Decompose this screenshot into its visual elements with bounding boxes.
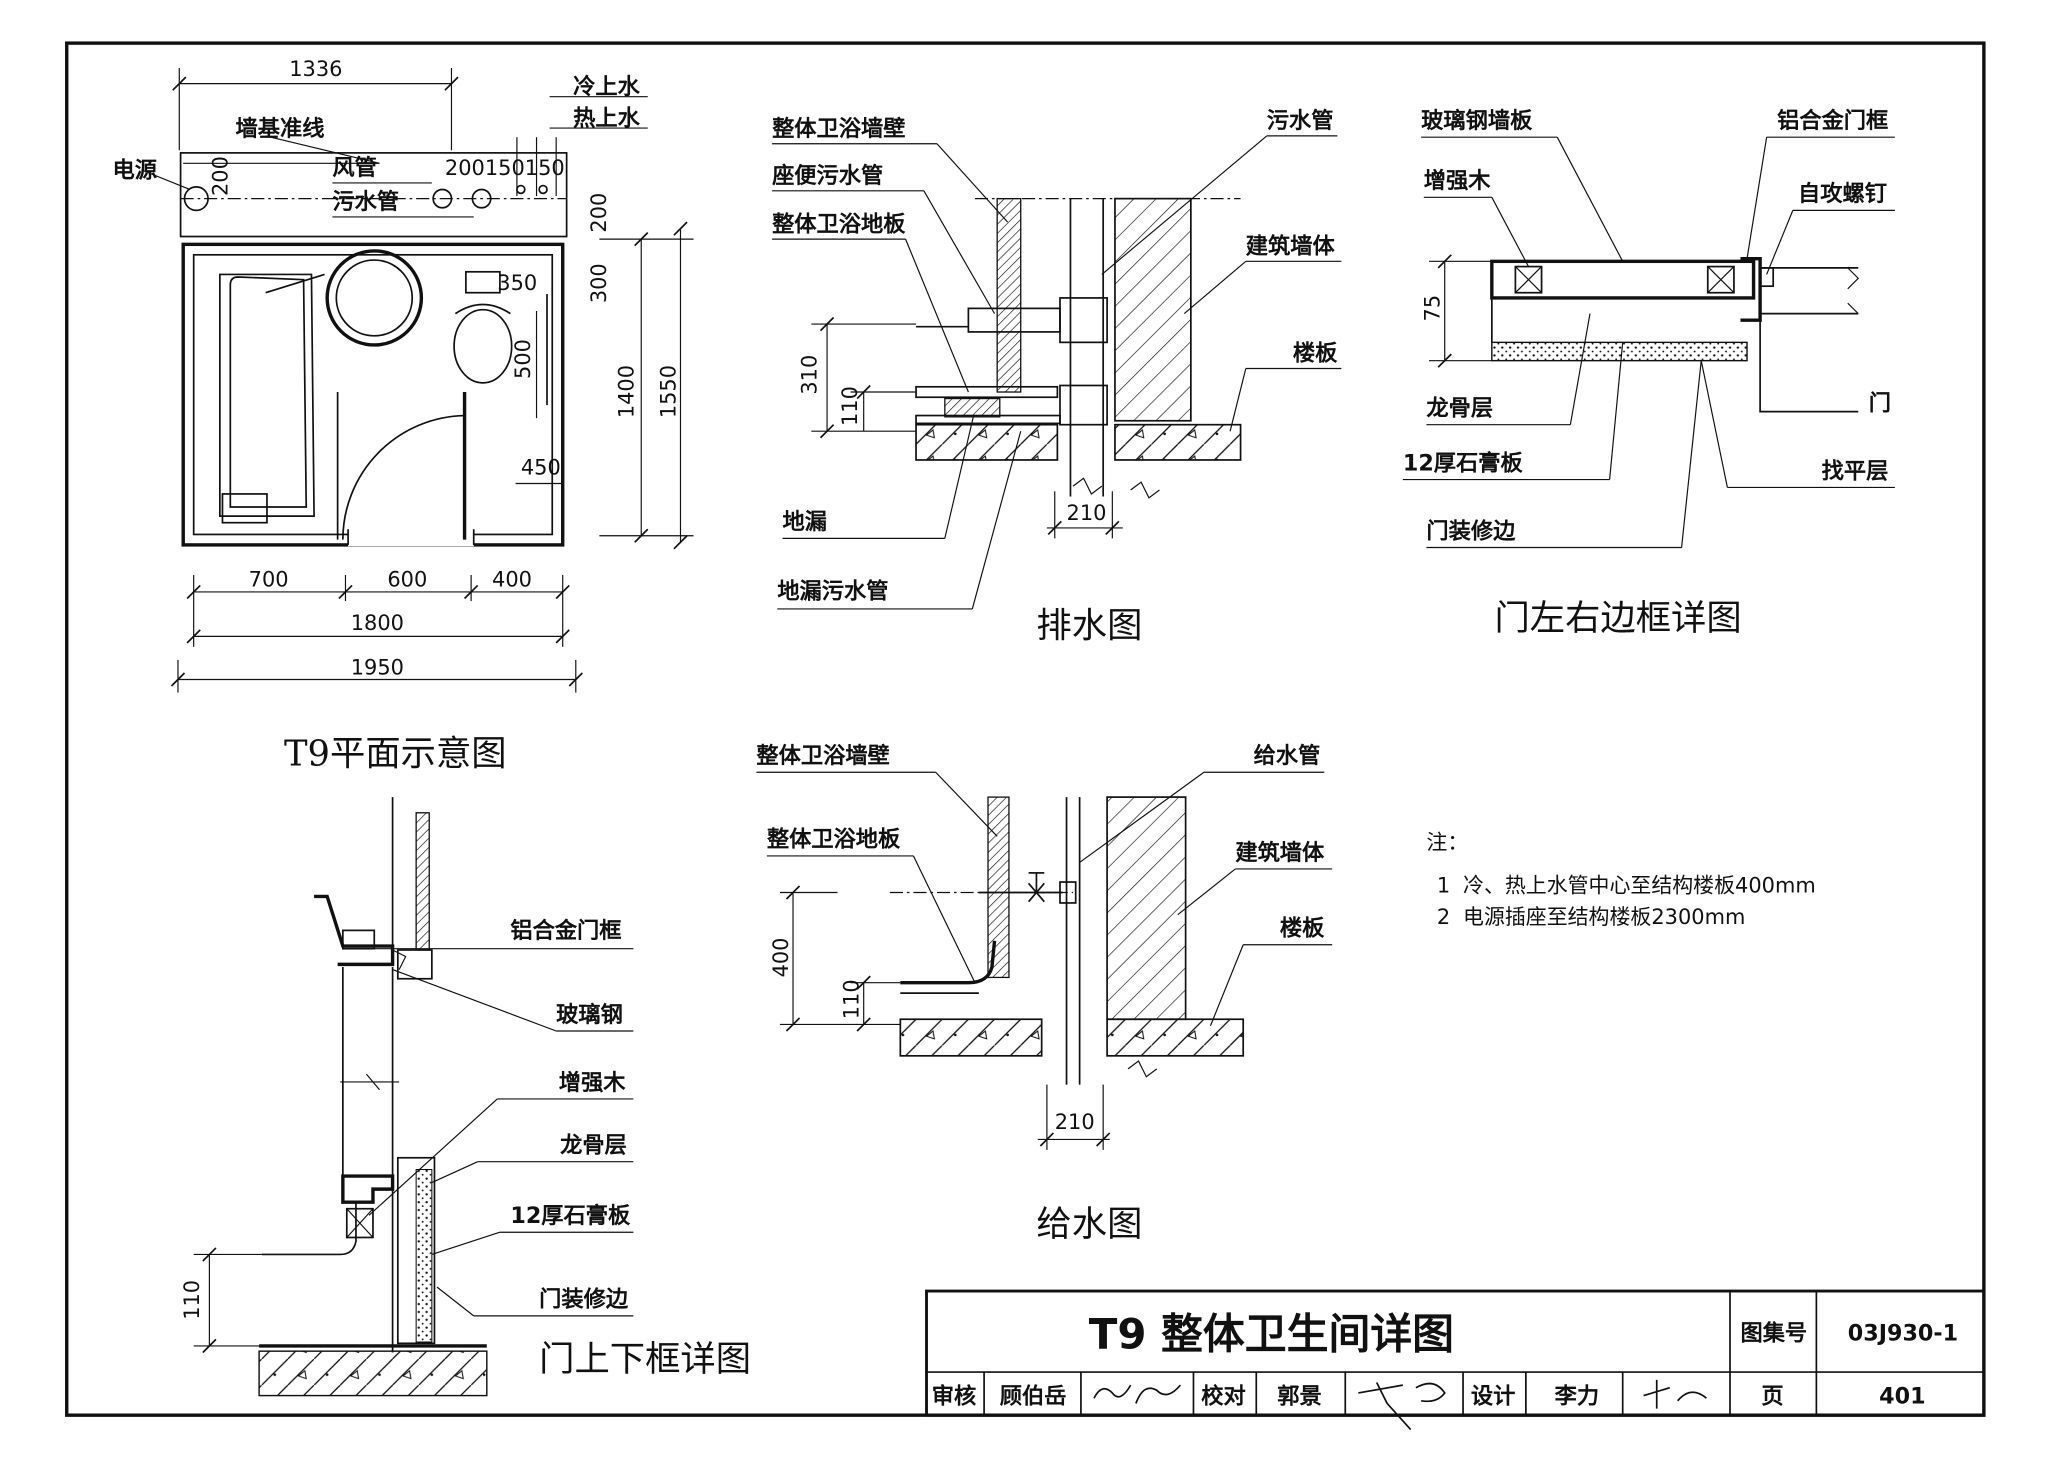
door-tb-label-frp: 玻璃钢	[556, 1001, 623, 1028]
reviewer-name: 顾伯岳	[1000, 1382, 1067, 1409]
supply-diagram: 整体卫浴墙壁 给水管 整体卫浴地板 建筑墙体 楼板 400 110 210 给水…	[756, 742, 1333, 1245]
title-block: T9 整体卫生间详图 图集号 03J930-1 审核 顾伯岳 校对 郭景 设计 …	[925, 1289, 1986, 1431]
door-side-label-reinforce-wood: 增强木	[1424, 167, 1491, 194]
supply-dim-400: 400	[769, 938, 793, 978]
note-2-num: 2	[1437, 905, 1450, 929]
door-tb-label-trim: 门装修边	[539, 1286, 629, 1313]
door-side-label-keel: 龙骨层	[1426, 396, 1493, 422]
page-label: 页	[1761, 1383, 1783, 1409]
note-2-text: 电源插座至结构楼板2300mm	[1463, 905, 1745, 929]
door-tb-title: 门上下框详图	[539, 1339, 751, 1380]
drain-dim-210: 210	[1067, 501, 1107, 525]
drain-label-floor-panel: 整体卫浴地板	[772, 210, 906, 237]
plan-label-air-duct: 风管	[332, 154, 376, 181]
plan-title: T9平面示意图	[284, 734, 507, 775]
review-label: 审核	[932, 1382, 976, 1409]
plan-label-power: 电源	[113, 158, 158, 184]
supply-dim-210: 210	[1055, 1110, 1095, 1134]
plan-dim-1550: 1550	[656, 365, 680, 418]
supply-title: 给水图	[1036, 1204, 1142, 1245]
page-number: 401	[1879, 1383, 1925, 1409]
plan-dim-1800: 1800	[351, 611, 404, 635]
design-label: 设计	[1471, 1383, 1515, 1409]
supply-label-wall-panel: 整体卫浴墙壁	[756, 742, 889, 769]
plan-dim-700: 700	[249, 568, 289, 592]
plan-label-wall-baseline: 墙基准线	[236, 115, 325, 142]
plan-dim-400: 400	[492, 568, 532, 592]
plan-view: 1336	[113, 57, 694, 775]
drain-label-floor-drain: 地漏	[783, 509, 827, 535]
notes-heading: 注：	[1426, 830, 1468, 854]
door-tb-label-reinforce-wood: 增强木	[559, 1069, 626, 1096]
plan-label-sewage: 污水管	[332, 188, 399, 215]
door-tb-dim-110: 110	[180, 1280, 204, 1320]
atlas-number: 03J930-1	[1848, 1321, 1958, 1347]
drain-dim-110: 110	[838, 386, 862, 426]
door-tb-label-alu-frame: 铝合金门框	[510, 917, 621, 944]
plan-dim-1400: 1400	[614, 365, 638, 418]
reviewer-signature	[1093, 1384, 1182, 1404]
drain-label-wall-panel: 整体卫浴墙壁	[772, 115, 905, 142]
note-1-num: 1	[1437, 874, 1450, 898]
drain-label-floor-drain-pipe: 地漏污水管	[777, 577, 888, 604]
door-side-label-leveling: 找平层	[1822, 458, 1889, 484]
note-1-text: 冷、热上水管中心至结构楼板400mm	[1463, 874, 1816, 898]
plan-dim-200b: 200	[587, 193, 611, 233]
door-side-label-gypsum: 12厚石膏板	[1403, 449, 1524, 476]
plan-dim-200150150: 200150150	[445, 156, 565, 180]
drain-label-sewage-pipe: 污水管	[1267, 107, 1334, 134]
door-side-label-alu-frame: 铝合金门框	[1777, 107, 1888, 134]
designer-name: 李力	[1555, 1383, 1599, 1409]
drain-diagram: 整体卫浴墙壁 座便污水管 整体卫浴地板 污水管 建筑墙体 楼板 地漏 地漏污水管…	[772, 107, 1342, 647]
checker-name: 郭景	[1277, 1382, 1321, 1409]
door-side-dim-75: 75	[1420, 295, 1444, 322]
door-side-label-frp-wall-panel: 玻璃钢墙板	[1421, 107, 1533, 134]
door-side-label-trim: 门装修边	[1426, 517, 1516, 544]
plan-dim-600: 600	[387, 568, 427, 592]
plan-dim-350: 350	[497, 271, 537, 295]
plan-label-hot-water: 热上水	[573, 105, 640, 131]
plan-dim-1336: 1336	[289, 57, 342, 81]
check-label: 校对	[1201, 1382, 1245, 1409]
supply-label-building-wall: 建筑墙体	[1235, 839, 1325, 866]
drain-label-floor-slab: 楼板	[1293, 341, 1338, 367]
drain-title: 排水图	[1036, 606, 1142, 647]
supply-label-supply-pipe: 给水管	[1254, 742, 1321, 769]
door-tb-label-keel: 龙骨层	[560, 1133, 627, 1159]
door-side-label-door: 门	[1869, 389, 1891, 416]
drain-label-toilet-pipe: 座便污水管	[772, 162, 883, 189]
supply-label-floor-panel: 整体卫浴地板	[767, 826, 901, 853]
supply-label-floor-slab: 楼板	[1280, 916, 1325, 942]
door-side-frame-detail: 75 玻璃钢墙板 铝合金门框 增强木 自攻螺钉 龙骨层 12厚石膏板 门装修边 …	[1402, 107, 1895, 639]
plan-dim-450: 450	[521, 455, 561, 479]
plan-dim-1950: 1950	[351, 655, 404, 679]
door-tb-label-gypsum: 12厚石膏板	[510, 1202, 631, 1229]
drawing-title: T9 整体卫生间详图	[1089, 1310, 1454, 1359]
notes: 注： 1 冷、热上水管中心至结构楼板400mm 2 电源插座至结构楼板2300m…	[1426, 830, 1815, 928]
door-side-label-screw: 自攻螺钉	[1798, 180, 1887, 207]
plan-dim-300: 300	[587, 263, 611, 303]
plan-label-cold-water: 冷上水	[573, 73, 640, 100]
checker-signature	[1358, 1382, 1446, 1431]
designer-signature	[1643, 1379, 1707, 1409]
door-side-title: 门左右边框详图	[1494, 598, 1741, 639]
atlas-label: 图集号	[1740, 1320, 1807, 1347]
drain-dim-310: 310	[798, 355, 822, 395]
drain-label-building-wall: 建筑墙体	[1246, 233, 1336, 260]
supply-dim-110: 110	[839, 979, 863, 1019]
door-top-bottom-frame-detail: 110 铝合金门框 玻璃钢 增强木 龙骨层 12厚石膏板 门装修边 门上下框详图	[180, 797, 751, 1397]
plan-dim-500: 500	[511, 339, 535, 379]
plan-dim-200a: 200	[209, 156, 233, 196]
